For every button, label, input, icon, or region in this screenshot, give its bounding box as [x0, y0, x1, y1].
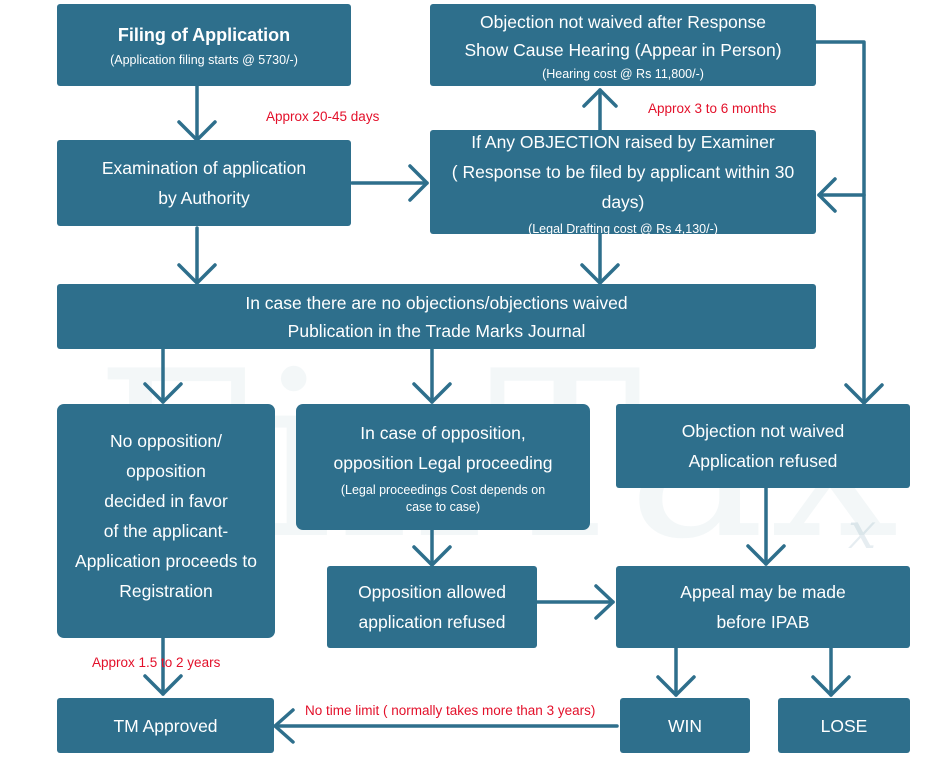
- arrow-appeal-to-win: [656, 646, 696, 697]
- examination-box: Examination of application by Authority: [57, 140, 351, 226]
- note-filing-to-exam: Approx 20-45 days: [266, 109, 380, 124]
- publication-line1: In case there are no objections/objectio…: [245, 292, 628, 313]
- arrow-appeal-to-lose: [811, 646, 851, 697]
- arrow-filing-to-examination: [177, 84, 217, 142]
- hearing-box: Objection not waived after Response Show…: [430, 4, 816, 86]
- win-box: WIN: [620, 698, 750, 753]
- refused-line2: Application refused: [688, 451, 838, 471]
- hearing-cost: (Hearing cost @ Rs 11,800/-): [542, 66, 704, 81]
- filing-box: Filing of Application (Application filin…: [57, 4, 351, 86]
- refused-line1: Objection not waived: [681, 421, 845, 441]
- arrow-rail-to-objection: [817, 177, 866, 213]
- opposition-allowed-box: Opposition allowed application refused: [327, 566, 537, 648]
- arrow-registration-to-tm: [143, 636, 183, 696]
- tm-approved-label: TM Approved: [113, 715, 218, 736]
- no-opposition-line: No opposition/: [110, 431, 222, 451]
- arrow-opposition-to-allowed: [412, 528, 452, 567]
- hearing-line1: Objection not waived after Response: [480, 11, 766, 32]
- no-opposition-box: No opposition/ opposition decided in fav…: [57, 404, 275, 638]
- arrow-publication-to-no-opposition: [143, 347, 183, 404]
- no-opposition-line: Application proceeds to: [75, 551, 257, 571]
- arrow-examination-to-objection: [350, 164, 429, 202]
- opposition-line1: In case of opposition,: [360, 423, 526, 443]
- arrow-examination-to-publication: [177, 226, 217, 285]
- arrow-hearing-to-refused: [814, 40, 884, 405]
- appeal-box: Appeal may be made before IPAB: [616, 566, 910, 648]
- objection-box: If Any OBJECTION raised by Examiner ( Re…: [430, 130, 816, 236]
- publication-box: In case there are no objections/objectio…: [57, 284, 816, 349]
- note-registration: Approx 1.5 to 2 years: [92, 655, 221, 670]
- arrow-allowed-to-appeal: [535, 584, 615, 620]
- hearing-line2: Show Cause Hearing (Appear in Person): [464, 39, 782, 60]
- arrow-objection-to-hearing: [582, 88, 618, 132]
- opposition-cost1: (Legal proceedings Cost depends on: [340, 483, 546, 497]
- win-label: WIN: [667, 715, 703, 736]
- arrow-win-to-tm: [273, 708, 619, 744]
- opposition-box: In case of opposition, opposition Legal …: [296, 404, 590, 530]
- appeal-line2: before IPAB: [716, 612, 810, 632]
- opposition-allowed-line1: Opposition allowed: [358, 582, 506, 602]
- opposition-allowed-line2: application refused: [358, 612, 506, 632]
- objection-cost: (Legal Drafting cost @ Rs 4,130/-): [528, 221, 718, 236]
- examination-line1: Examination of application: [101, 158, 307, 178]
- objection-line1: If Any OBJECTION raised by Examiner: [471, 131, 775, 152]
- arrow-refused-to-appeal: [746, 486, 786, 566]
- examination-line2: by Authority: [158, 188, 250, 208]
- no-opposition-line: decided in favor: [104, 491, 228, 511]
- note-objection-to-hearing: Approx 3 to 6 months: [648, 101, 777, 116]
- no-opposition-line: opposition: [126, 461, 206, 481]
- objection-line2: ( Response to be filed by applicant with…: [451, 161, 795, 212]
- arrow-publication-to-opposition: [412, 347, 452, 404]
- note-win-to-tm: No time limit ( normally takes more than…: [305, 703, 596, 718]
- refused-box: Objection not waived Application refused: [616, 404, 910, 488]
- tm-approved-box: TM Approved: [57, 698, 274, 753]
- filing-title: Filing of Application: [117, 24, 291, 45]
- arrow-objection-to-publication: [580, 232, 620, 285]
- no-opposition-line: of the applicant-: [103, 521, 229, 541]
- watermark-mark: x: [848, 502, 876, 560]
- opposition-cost2: case to case): [405, 500, 481, 514]
- publication-line2: Publication in the Trade Marks Journal: [287, 320, 586, 341]
- lose-label: LOSE: [820, 715, 868, 736]
- appeal-line1: Appeal may be made: [680, 582, 846, 602]
- filing-cost: (Application filing starts @ 5730/-): [110, 52, 298, 67]
- lose-box: LOSE: [778, 698, 910, 753]
- opposition-line2: opposition Legal proceeding: [333, 453, 553, 473]
- no-opposition-line: Registration: [119, 581, 213, 601]
